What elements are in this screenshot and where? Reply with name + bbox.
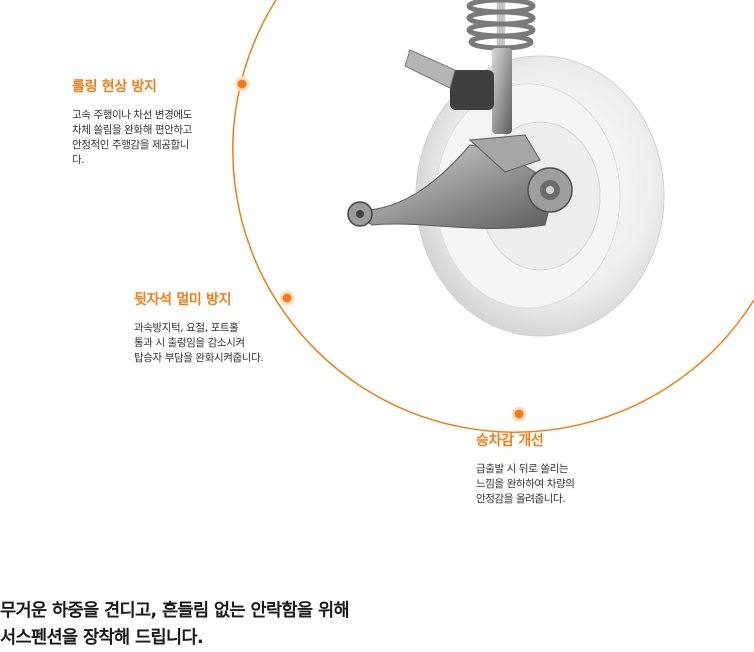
- feature-title: 승차감 개선: [476, 433, 544, 449]
- feature-ride-comfort: 승차감 개선 급출발 시 뒤로 쏠리는 느낌을 완하하여 차량의 안정감을 올려…: [476, 430, 636, 507]
- orange-arc: [232, 0, 754, 433]
- section-headline: 무거운 하중을 견디고, 흔들림 없는 안락함을 위해 서스펜션을 장착해 드립…: [0, 598, 350, 652]
- feature-rolling: 롤링 현상 방지 고속 주행이나 차선 변경에도 차체 쏠림을 완화해 편안하고…: [72, 76, 228, 168]
- wheel-hub-icon: [527, 167, 573, 213]
- feature-motion-sickness: 뒷자석 멀미 방지 과속방지턱, 요철, 포트홀 통과 시 출렁임을 감소시켜 …: [134, 289, 306, 366]
- coil-spring-icon: [466, 0, 536, 51]
- feature-description: 고속 주행이나 차선 변경에도 차체 쏠림을 완화해 편안하고 안정적인 주행감…: [72, 109, 192, 166]
- feature-title: 뒷자석 멀미 방지: [134, 292, 232, 308]
- headline-line-2: 서스펜션을 장착해 드립니다.: [0, 628, 204, 648]
- feature-dot-3: [511, 406, 527, 422]
- control-arm-icon: [347, 134, 556, 229]
- feature-description: 급출발 시 뒤로 쏠리는 느낌을 완하하여 차량의 안정감을 올려줍니다.: [476, 463, 575, 505]
- feature-dot-1: [234, 76, 250, 92]
- feature-dot-2: [279, 290, 295, 306]
- feature-description: 과속방지턱, 요철, 포트홀 통과 시 출렁임을 감소시켜 탑승자 부담을 완화…: [134, 322, 264, 364]
- feature-title: 롤링 현상 방지: [72, 79, 157, 95]
- strut-icon: [404, 48, 512, 134]
- headline-line-1: 무거운 하중을 견디고, 흔들림 없는 안락함을 위해: [0, 601, 350, 621]
